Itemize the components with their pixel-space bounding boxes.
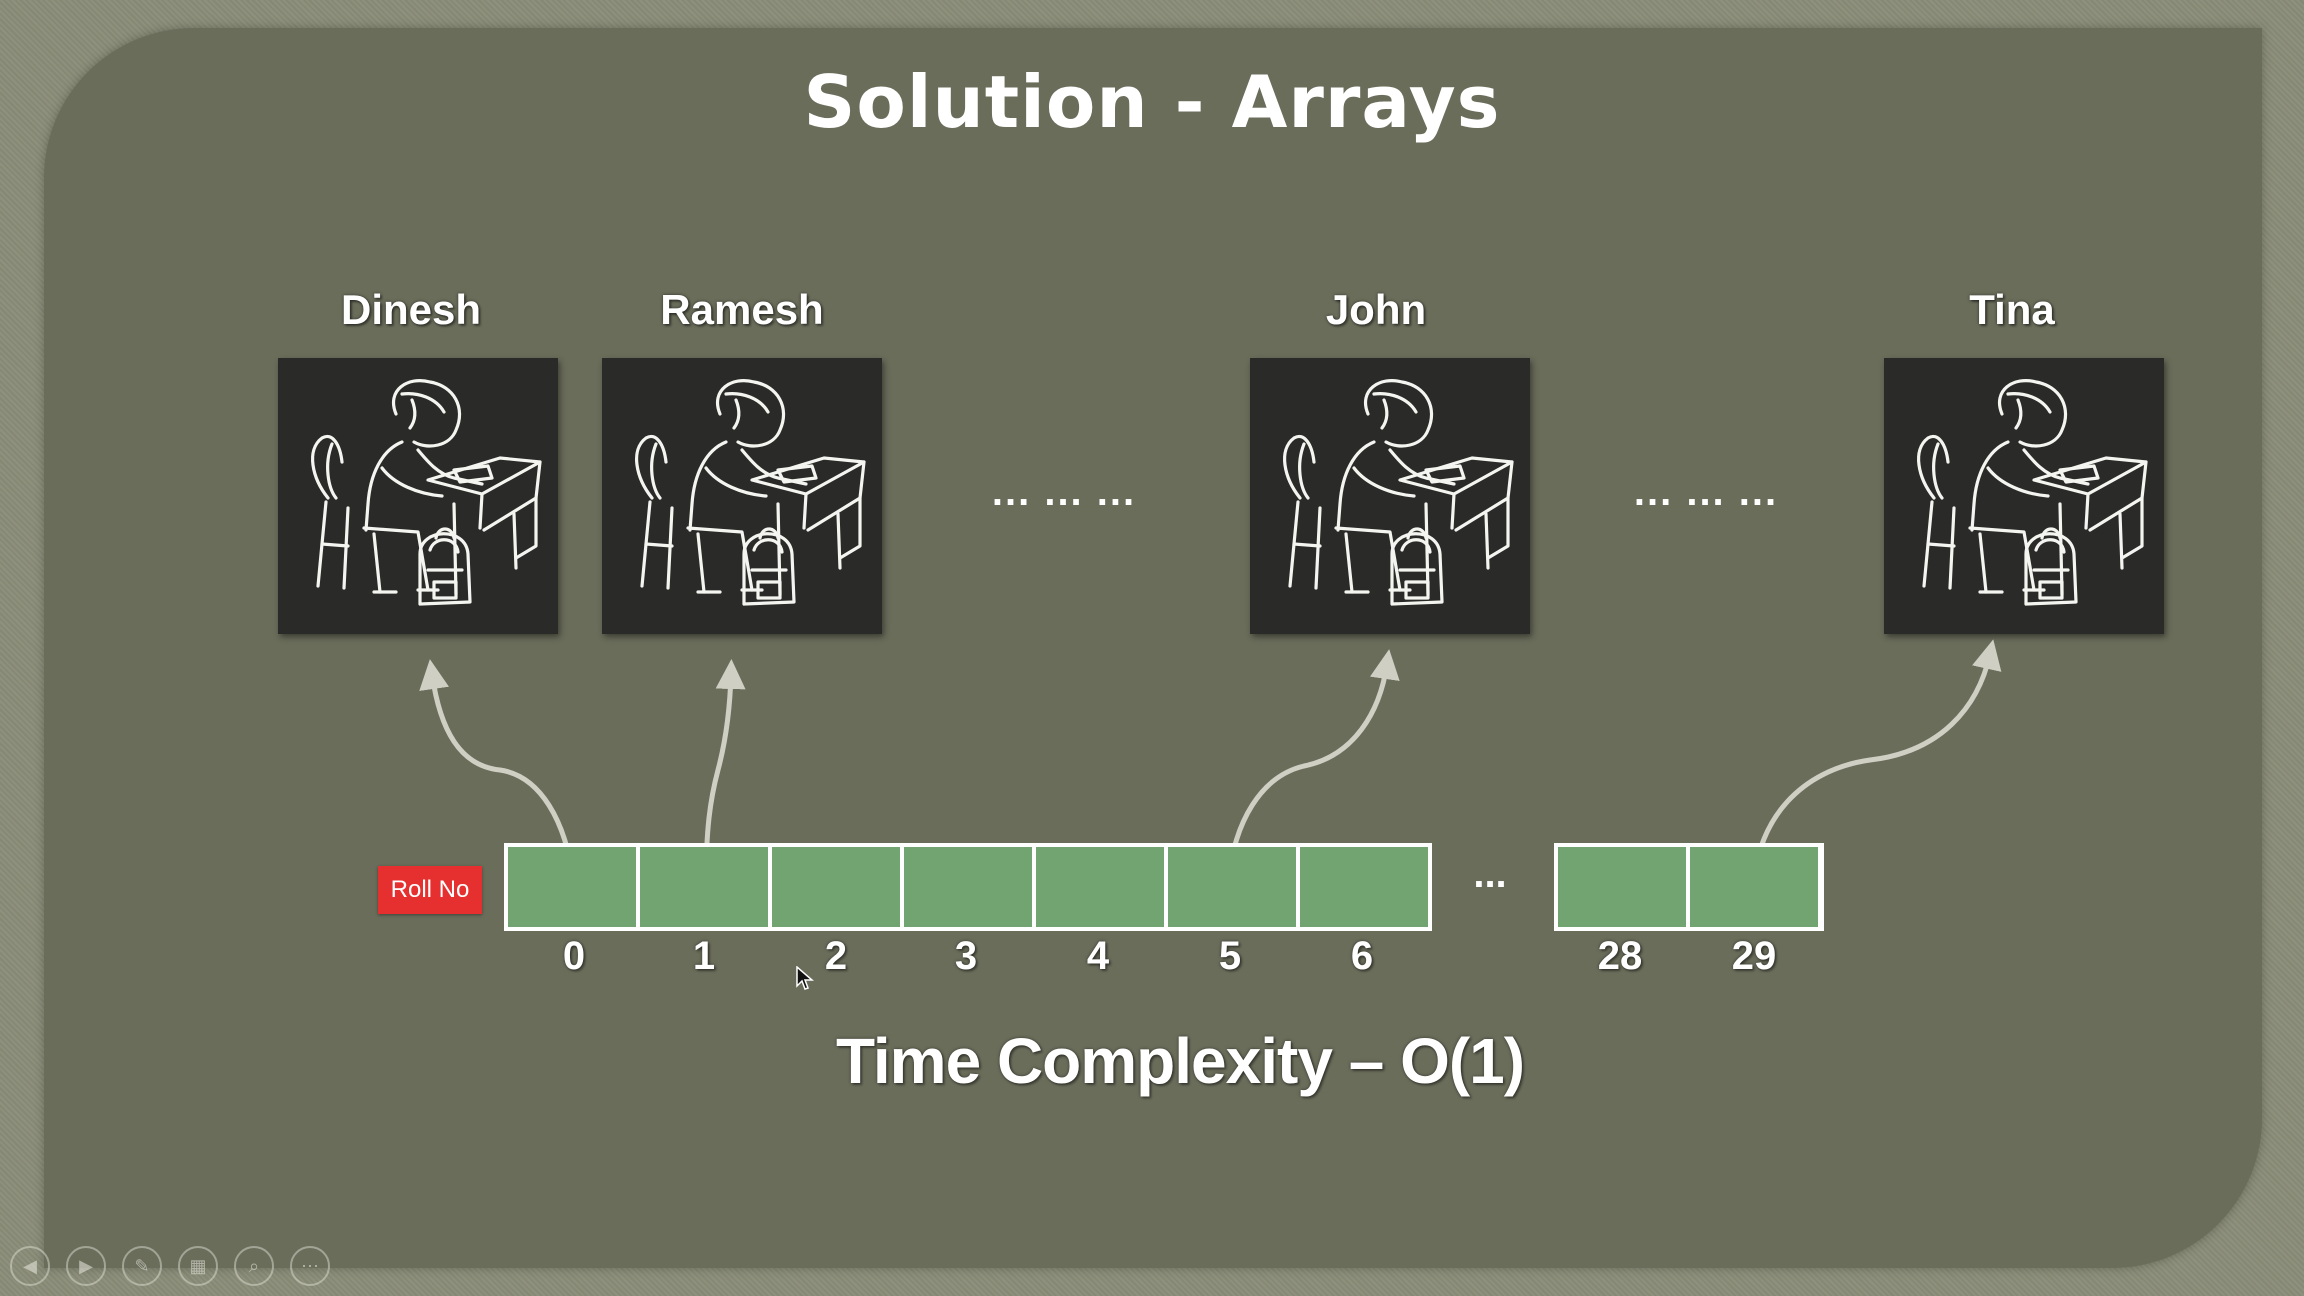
student-name-john: John — [1325, 286, 1427, 333]
array-cell — [1300, 847, 1428, 927]
student-at-desk-illustration — [1282, 379, 1514, 606]
array-cell — [772, 847, 900, 927]
student-image — [1250, 358, 1530, 634]
array-cell — [1168, 847, 1296, 927]
slide-title: Solution - Arrays — [803, 60, 1501, 144]
student-image — [278, 358, 558, 634]
array-cell — [508, 847, 636, 927]
array-index: 5 — [1218, 934, 1242, 978]
roll-no-label: Roll No — [378, 866, 482, 914]
array-index: 4 — [1086, 934, 1110, 978]
student-at-desk-illustration — [1916, 379, 2148, 606]
mouse-cursor-icon — [796, 966, 814, 990]
time-complexity: Time Complexity – O(1) — [835, 1025, 1525, 1097]
slides-grid-icon[interactable]: ▦ — [178, 1246, 218, 1286]
student-at-desk-illustration — [634, 379, 866, 606]
ellipsis: ... ... ... — [1633, 470, 1779, 514]
student-name-tina: Tina — [1969, 286, 2055, 333]
student-image — [602, 358, 882, 634]
student-image — [1884, 358, 2164, 634]
next-icon[interactable]: ▶ — [66, 1246, 106, 1286]
array-index: 0 — [562, 934, 586, 978]
array-index: 3 — [954, 934, 978, 978]
array-index: 29 — [1731, 934, 1777, 978]
array-cell — [1690, 847, 1818, 927]
array-cell — [904, 847, 1032, 927]
ellipsis: ... ... ... — [991, 470, 1137, 514]
pen-icon[interactable]: ✎ — [122, 1246, 162, 1286]
array-gap-ellipsis: ... — [1473, 852, 1507, 896]
slideshow-controls: ◀ ▶ ✎ ▦ ⌕ ⋯ — [10, 1246, 330, 1286]
array-index: 6 — [1350, 934, 1374, 978]
slide — [44, 28, 2262, 1268]
student-at-desk-illustration — [310, 379, 542, 606]
array-index: 2 — [824, 934, 848, 978]
array-index: 28 — [1597, 934, 1643, 978]
array-index: 1 — [692, 934, 716, 978]
array-cell — [640, 847, 768, 927]
array-block-main — [504, 843, 1432, 931]
zoom-icon[interactable]: ⌕ — [234, 1246, 274, 1286]
student-name-ramesh: Ramesh — [660, 286, 824, 333]
more-options-icon[interactable]: ⋯ — [290, 1246, 330, 1286]
array-cell — [1036, 847, 1164, 927]
array-block-tail — [1554, 843, 1824, 931]
previous-icon[interactable]: ◀ — [10, 1246, 50, 1286]
student-name-dinesh: Dinesh — [340, 286, 482, 333]
array-cell — [1558, 847, 1686, 927]
